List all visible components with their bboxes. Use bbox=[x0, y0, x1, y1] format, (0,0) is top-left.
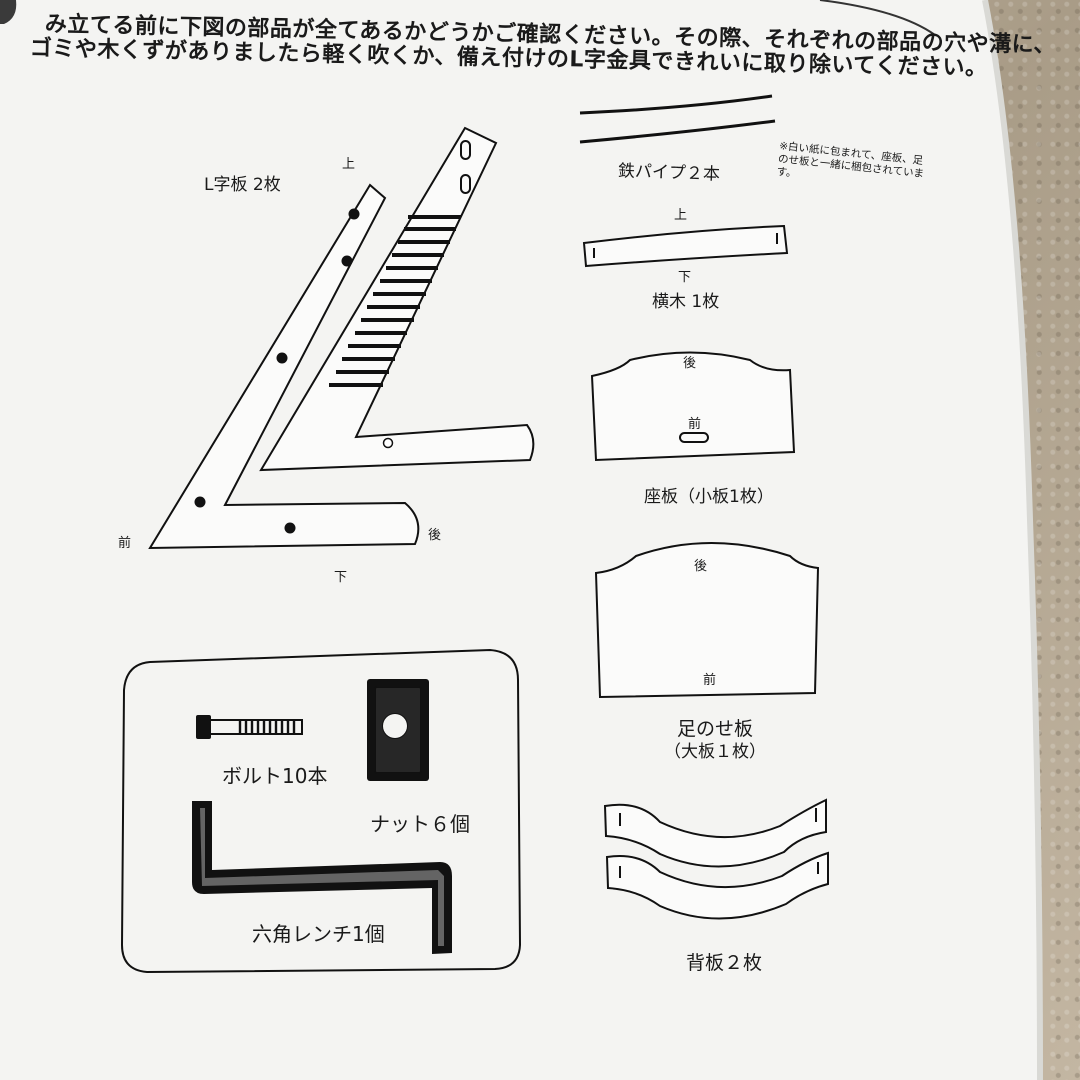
crossbar-bottom-label: 下 bbox=[678, 270, 692, 285]
l-board-bottom-label: 下 bbox=[334, 570, 348, 585]
slot-ticks bbox=[329, 215, 461, 387]
hex-wrench-icon bbox=[192, 801, 452, 954]
pipe-title: 鉄パイプ２本 bbox=[617, 161, 721, 185]
footrest-subtitle: （大板１枚） bbox=[664, 742, 766, 762]
footrest-drawing bbox=[594, 542, 820, 699]
backrest-title: 背板２枚 bbox=[686, 952, 763, 974]
footrest-back-label: 後 bbox=[694, 559, 708, 574]
seat-drawing bbox=[590, 351, 796, 462]
crossbar-title: 横木 1枚 bbox=[652, 292, 720, 312]
l-board-front-label: 前 bbox=[118, 536, 132, 551]
nut-icon bbox=[367, 679, 429, 781]
footrest-title: 足のせ板 bbox=[677, 718, 754, 740]
crossbar-top-label: 上 bbox=[674, 208, 688, 223]
wrench-label: 六角レンチ1個 bbox=[252, 922, 385, 946]
l-board-drawing bbox=[148, 126, 535, 550]
header-arc bbox=[819, 0, 936, 36]
l-board-holes bbox=[194, 140, 471, 534]
paper bbox=[0, 0, 1040, 1080]
seat-back-label: 後 bbox=[683, 356, 697, 371]
nut-label: ナット６個 bbox=[370, 812, 470, 836]
bolt-icon bbox=[196, 715, 303, 739]
seat-title: 座板（小板1枚） bbox=[644, 487, 774, 507]
corner-bullet-icon bbox=[0, 0, 17, 24]
seat-front-label: 前 bbox=[688, 417, 702, 432]
backrest-drawing bbox=[603, 798, 829, 920]
l-board-back-label: 後 bbox=[428, 528, 442, 543]
footrest-front-label: 前 bbox=[703, 673, 717, 688]
l-board-top-label: 上 bbox=[342, 157, 356, 172]
crossbar-drawing bbox=[582, 224, 789, 268]
bolt-label: ボルト10本 bbox=[222, 764, 328, 788]
l-board-title: L字板 2枚 bbox=[204, 175, 281, 195]
tools-box bbox=[120, 648, 522, 974]
pipe-drawing bbox=[579, 94, 776, 144]
